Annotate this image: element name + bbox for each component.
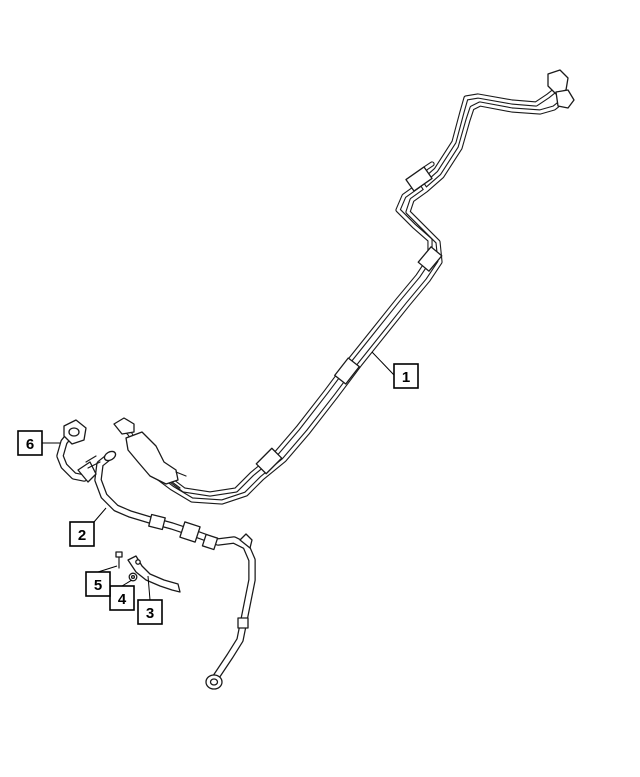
callout-label-2: 2 <box>78 527 86 544</box>
callout-6: 6 <box>17 430 60 456</box>
callout-3: 3 <box>137 575 163 625</box>
callout-label-5: 5 <box>94 577 102 594</box>
tube-assembly-1[interactable] <box>113 69 575 505</box>
hose-assembly-2[interactable] <box>94 450 256 690</box>
callout-2: 2 <box>69 507 107 547</box>
bolt-5[interactable] <box>115 551 123 569</box>
callout-label-6: 6 <box>26 436 34 453</box>
callout-4: 4 <box>109 579 135 611</box>
callout-label-3: 3 <box>146 605 154 622</box>
bracket-3[interactable] <box>127 555 181 593</box>
callout-label-1: 1 <box>402 369 410 386</box>
callout-label-4: 4 <box>118 591 127 608</box>
callout-5: 5 <box>85 565 118 597</box>
callout-1: 1 <box>371 351 419 389</box>
nut-4[interactable] <box>128 572 138 582</box>
elbow-hose-6[interactable] <box>56 419 101 483</box>
